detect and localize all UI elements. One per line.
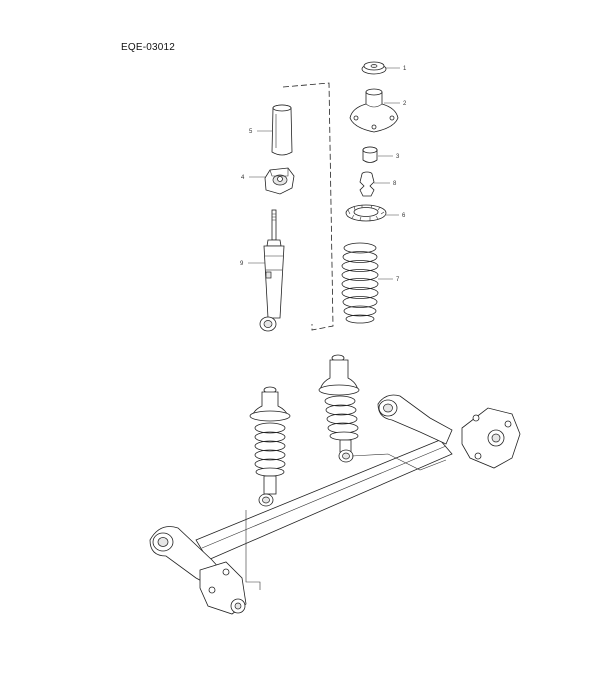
callout-label-8: 8 — [393, 181, 397, 187]
callout-c6: 6 — [386, 213, 406, 219]
callout-label-6: 6 — [402, 213, 406, 219]
callout-c8: 8 — [374, 181, 397, 187]
rear-axle-beam — [149, 394, 521, 615]
callout-c7: 7 — [378, 277, 400, 283]
mount-connector-left — [245, 510, 261, 590]
shock-absorber — [259, 209, 285, 332]
assembly-connector-line — [282, 82, 334, 331]
callout-label-3: 3 — [396, 154, 400, 160]
callout-c1: 1 — [386, 66, 407, 72]
installed-strut-left — [249, 386, 291, 507]
callout-c9: 9 — [240, 261, 265, 267]
callout-label-5: 5 — [249, 129, 253, 135]
callout-label-9: 9 — [240, 261, 244, 267]
diagram-code: EQE-03012 — [121, 42, 176, 53]
upper-strut-mount — [349, 88, 399, 133]
callout-c5: 5 — [249, 129, 272, 135]
callout-label-2: 2 — [403, 101, 407, 107]
bushing — [362, 146, 378, 163]
callout-label-7: 7 — [396, 277, 400, 283]
bump-stop — [359, 171, 375, 197]
callout-c2: 2 — [384, 101, 407, 107]
callout-label-4: 4 — [241, 175, 245, 181]
callout-c3: 3 — [378, 154, 400, 160]
callout-c4: 4 — [241, 175, 265, 181]
spring-seat-insulator — [345, 204, 387, 222]
mount-bracket — [264, 167, 295, 195]
upper-mount-cap — [361, 61, 387, 75]
coil-spring — [341, 242, 379, 324]
callout-label-1: 1 — [403, 66, 407, 72]
mount-connector-right — [351, 453, 447, 471]
installed-strut-right — [318, 354, 360, 463]
dust-boot — [271, 104, 293, 156]
